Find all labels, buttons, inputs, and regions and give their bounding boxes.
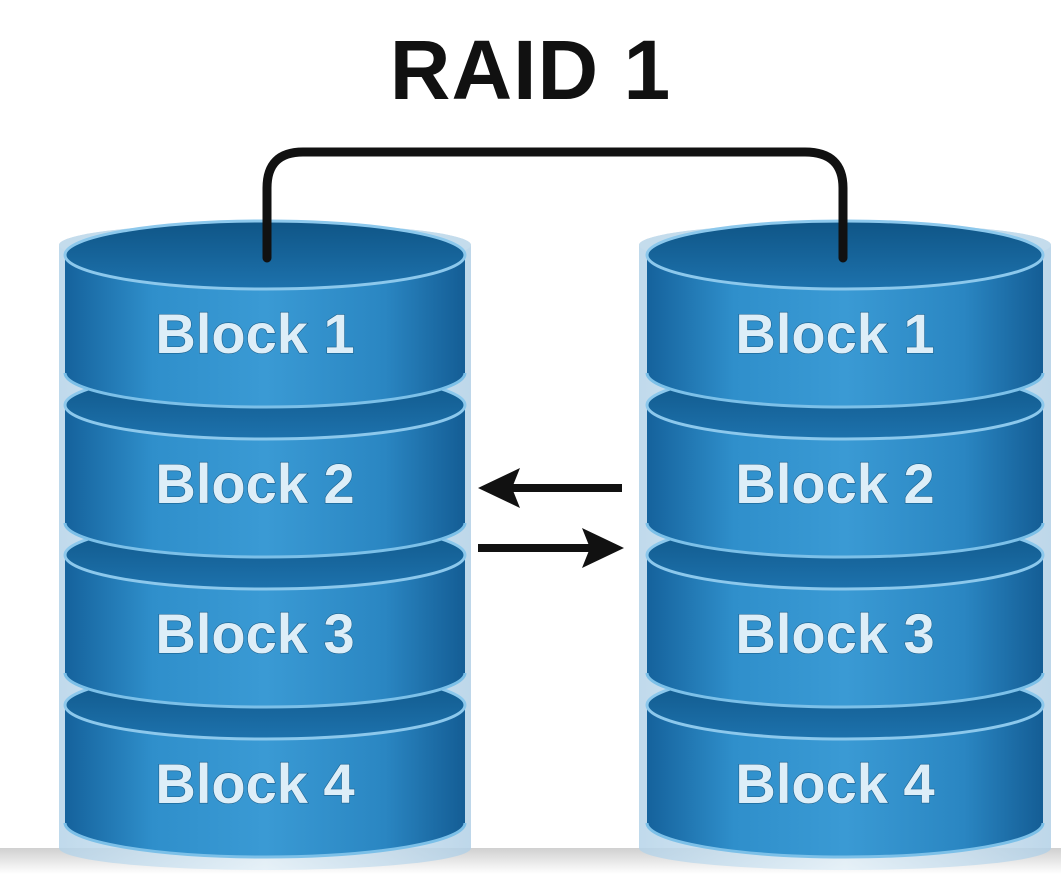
block-label: Block 4 [735,752,934,815]
block-rim [645,522,1045,559]
block-label: Block 3 [155,602,354,665]
block-label: Block 1 [155,302,354,365]
block-side [647,555,1043,707]
disk-block: Block 1 [645,219,1045,409]
mirror-connector [262,147,848,263]
block-label: Block 2 [155,452,354,515]
block-rim [63,672,467,709]
block-rim [63,822,467,859]
disk-block: Block 2 [645,369,1045,559]
block-rim [645,372,1045,409]
block-side [647,255,1043,407]
block-side [647,705,1043,857]
block-rim [645,822,1045,859]
disk-block: Block 4 [645,669,1045,859]
block-rim [645,672,1045,709]
disk-right: Block 4 Block 3 Block 2 Block 1 [639,219,1051,870]
block-side [65,705,465,857]
block-rim [63,522,467,559]
disk-left: Block 4 Block 3 Block 2 Block 1 [59,219,471,870]
disk-block: Block 1 [63,219,467,409]
block-side [65,255,465,407]
block-label: Block 2 [735,452,934,515]
right-arrow-icon [478,528,624,568]
block-label: Block 1 [735,302,934,365]
block-side [647,405,1043,557]
block-rim [63,372,467,409]
block-side [65,405,465,557]
connector-line [262,147,848,263]
block-label: Block 3 [735,602,934,665]
block-label: Block 4 [155,752,354,815]
block-side [65,555,465,707]
sync-arrows [478,468,624,568]
diagram-title: RAID 1 [389,23,672,117]
left-arrow-icon [478,468,622,508]
